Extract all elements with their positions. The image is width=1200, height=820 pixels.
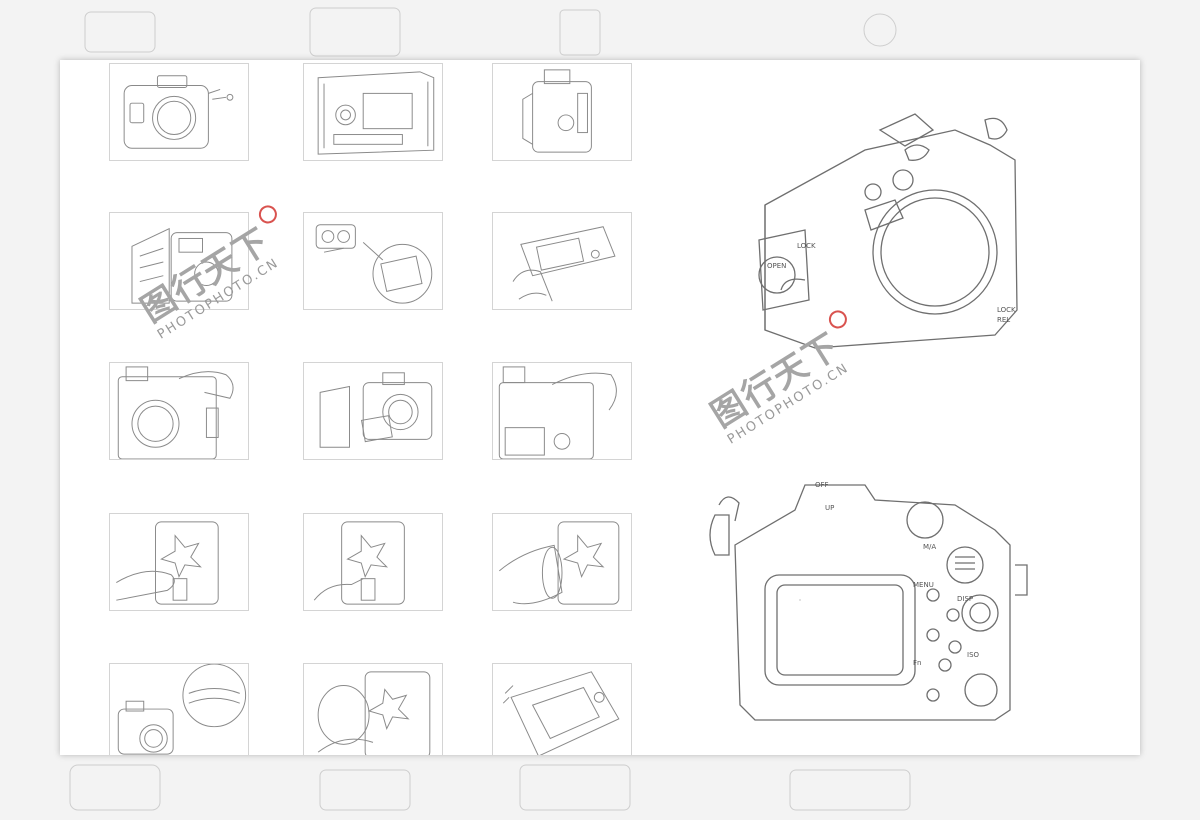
illustration-sheet: LOCK OPEN LOCK REL OFF UP M/A MENU DIS bbox=[60, 60, 1140, 755]
thumbnail-housing-interior bbox=[303, 63, 443, 161]
housing-front-view: LOCK OPEN LOCK REL bbox=[745, 100, 1035, 350]
back-fn-label: Fn bbox=[913, 659, 921, 667]
back-off-label: OFF bbox=[815, 481, 829, 489]
thumbnail-hand-front-lever-2 bbox=[303, 513, 443, 611]
thumbnail-hand-latch bbox=[109, 362, 249, 460]
thumbnail-housing-rear-tilted bbox=[492, 663, 632, 755]
back-ma-label: M/A bbox=[923, 543, 936, 551]
thumbnail-hand-camera-lcd bbox=[492, 212, 632, 310]
thumbnail-camera-front bbox=[109, 63, 249, 161]
back-menu-label: MENU bbox=[913, 581, 934, 589]
back-iso-label: ISO bbox=[967, 651, 980, 659]
thumbnail-housing-lens-port bbox=[109, 663, 249, 755]
thumbnail-camera-insertion bbox=[303, 212, 443, 310]
front-open-label: OPEN bbox=[767, 262, 786, 270]
front-rel-label: REL bbox=[997, 316, 1010, 324]
back-up-label: UP bbox=[825, 504, 834, 512]
thumbnail-hand-holding-front bbox=[303, 663, 443, 755]
thumbnail-hand-top-dial bbox=[492, 362, 632, 460]
thumbnail-hand-front-lever bbox=[109, 513, 249, 611]
thumbnail-housing-hinge bbox=[303, 362, 443, 460]
front-lock-label: LOCK bbox=[797, 242, 816, 250]
thumbnail-hand-side-grip bbox=[492, 513, 632, 611]
thumbnail-housing-side bbox=[492, 63, 632, 161]
housing-back-view: OFF UP M/A MENU DISP ISO Fn bbox=[705, 465, 1050, 730]
front-lock-label-2: LOCK bbox=[997, 306, 1016, 314]
back-disp-label: DISP bbox=[957, 595, 973, 603]
